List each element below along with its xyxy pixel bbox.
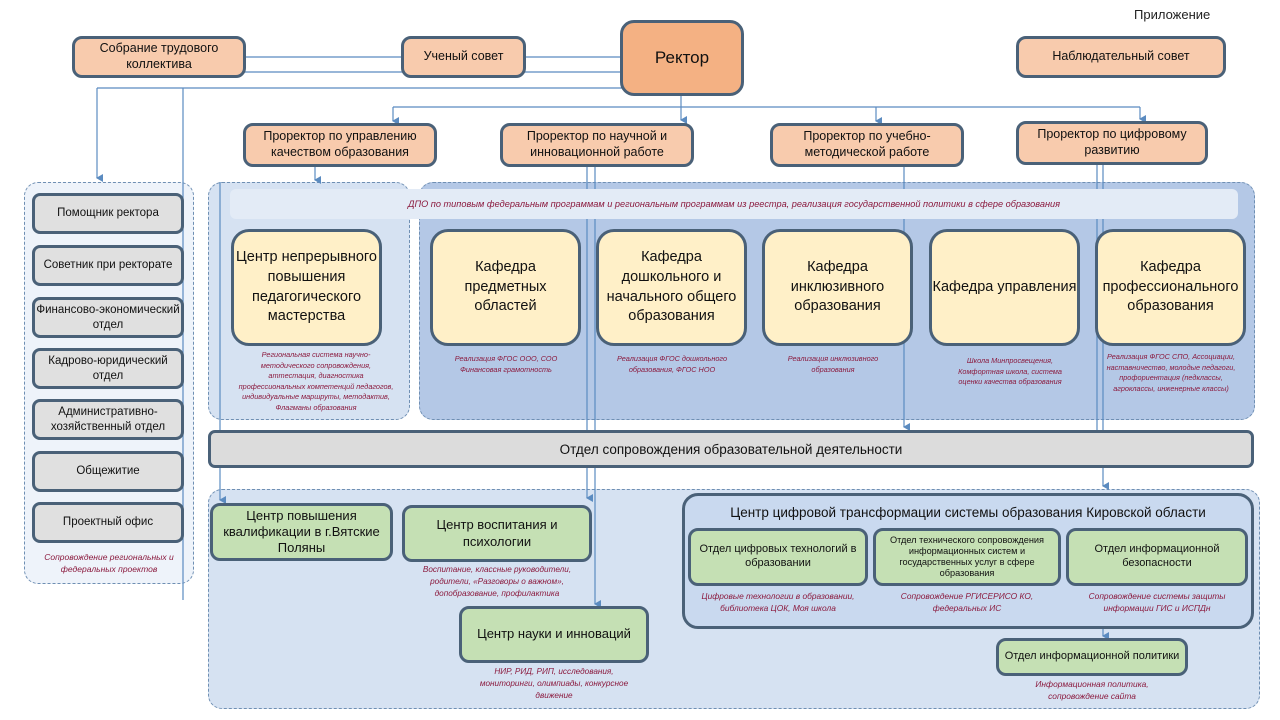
department-note: Реализация инклюзивного образования <box>787 354 879 374</box>
supervisory-board-label: Наблюдательный совет <box>1052 49 1190 64</box>
digital-unit-title: Отдел технического сопровождения информа… <box>889 534 1045 579</box>
department-box[interactable]: Кафедра профессионального образования <box>1095 229 1246 346</box>
general-assembly-box[interactable]: Собрание трудового коллектива <box>72 36 246 78</box>
admin-unit[interactable]: Кадрово-юридический отдел <box>32 348 184 389</box>
vice-rector-science-label: Проректор по научной и инновационной раб… <box>526 129 668 159</box>
dpo-banner: ДПО по типовым федеральным программам и … <box>230 189 1238 219</box>
admin-unit-label: Административно-хозяйственный отдел <box>50 406 166 433</box>
digital-unit-box[interactable]: Отдел информационной безопасности <box>1066 528 1248 586</box>
vice-rector-digital-box[interactable]: Проректор по цифровому развитию <box>1016 121 1208 165</box>
department-title: Кафедра дошкольного и начального общего … <box>606 249 737 325</box>
department-title: Кафедра профессионального образования <box>1102 259 1239 315</box>
academic-council-label: Ученый совет <box>423 49 504 64</box>
department-box[interactable]: Кафедра предметных областей <box>430 229 581 346</box>
admin-unit-label: Кадрово-юридический отдел <box>48 355 168 382</box>
department-box[interactable]: Кафедра дошкольного и начального общего … <box>596 229 747 346</box>
center-note: НИР, РИД, РИП, исследования, мониторинги… <box>479 667 629 700</box>
admin-unit[interactable]: Советник при ректорате <box>32 245 184 286</box>
admin-unit[interactable]: Финансово-экономический отдел <box>32 297 184 338</box>
vice-rector-science-box[interactable]: Проректор по научной и инновационной раб… <box>500 123 694 167</box>
center-box[interactable]: Центр повышения квалификации в г.Вятские… <box>210 503 393 561</box>
department-box[interactable]: Центр непрерывного повышения педагогичес… <box>231 229 382 346</box>
appendix-label: Приложение <box>1134 7 1211 22</box>
support-department-bar[interactable]: Отдел сопровождения образовательной деят… <box>208 430 1254 468</box>
department-title: Центр непрерывного повышения педагогичес… <box>236 249 377 325</box>
center-box[interactable]: Центр науки и инноваций <box>459 606 649 663</box>
admin-unit[interactable]: Проектный офис <box>32 502 184 543</box>
digital-unit-note: Цифровые технологии в образовании, библи… <box>701 591 855 614</box>
admin-units-note: Сопровождение региональных и федеральных… <box>44 552 174 575</box>
department-note: Реализация ФГОС СПО, Ассоциации, наставн… <box>1106 352 1236 393</box>
vice-rector-digital-label: Проректор по цифровому развитию <box>1037 127 1187 157</box>
department-note: Региональная система научно-методическог… <box>238 350 394 412</box>
rector-box[interactable]: Ректор <box>620 20 744 96</box>
admin-unit-label: Помощник ректора <box>57 207 159 220</box>
department-box[interactable]: Кафедра управления <box>929 229 1080 346</box>
admin-unit[interactable]: Административно-хозяйственный отдел <box>32 399 184 440</box>
department-title: Кафедра предметных областей <box>464 259 547 315</box>
dpo-banner-text: ДПО по типовым федеральным программам и … <box>407 199 1061 209</box>
info-policy-title: Отдел информационной политики <box>1004 650 1180 663</box>
digital-unit-title: Отдел информационной безопасности <box>1094 543 1220 569</box>
vice-rector-methodology-box[interactable]: Проректор по учебно-методической работе <box>770 123 964 167</box>
digital-unit-box[interactable]: Отдел цифровых технологий в образовании <box>688 528 868 586</box>
general-assembly-label: Собрание трудового коллектива <box>99 41 219 71</box>
admin-unit[interactable]: Общежитие <box>32 451 184 492</box>
support-department-label: Отдел сопровождения образовательной деят… <box>559 441 903 457</box>
department-title: Кафедра управления <box>932 278 1077 295</box>
center-title: Центр воспитания и психологии <box>436 517 558 549</box>
digital-unit-note: Сопровождение системы защиты информации … <box>1088 591 1226 614</box>
info-policy-box[interactable]: Отдел информационной политики <box>996 638 1188 676</box>
center-title: Центр повышения квалификации в г.Вятские… <box>223 507 380 556</box>
admin-unit-label: Финансово-экономический отдел <box>36 304 180 331</box>
admin-unit-label: Общежитие <box>76 465 140 478</box>
department-note: Реализация ФГОС ООО, СОО Финансовая грам… <box>454 354 558 374</box>
department-box[interactable]: Кафедра инклюзивного образования <box>762 229 913 346</box>
supervisory-board-box[interactable]: Наблюдательный совет <box>1016 36 1226 78</box>
vice-rector-quality-label: Проректор по управлению качеством образо… <box>263 129 417 159</box>
department-note: Школа Минпросвещения, Комфортная школа, … <box>958 356 1062 387</box>
center-note: Воспитание, классные руководители, родит… <box>422 565 572 598</box>
admin-unit[interactable]: Помощник ректора <box>32 193 184 234</box>
info-policy-note: Информационная политика, сопровождение с… <box>1035 679 1149 702</box>
digital-unit-box[interactable]: Отдел технического сопровождения информа… <box>873 528 1061 586</box>
academic-council-box[interactable]: Ученый совет <box>401 36 526 78</box>
digital-center-title: Центр цифровой трансформации системы обр… <box>730 505 1206 520</box>
department-title: Кафедра инклюзивного образования <box>790 259 885 315</box>
vice-rector-quality-box[interactable]: Проректор по управлению качеством образо… <box>243 123 437 167</box>
admin-unit-label: Советник при ректорате <box>43 259 173 272</box>
digital-unit-title: Отдел цифровых технологий в образовании <box>699 543 857 569</box>
center-box[interactable]: Центр воспитания и психологии <box>402 505 592 562</box>
vice-rector-methodology-label: Проректор по учебно-методической работе <box>803 129 931 159</box>
rector-label: Ректор <box>654 48 710 68</box>
admin-unit-label: Проектный офис <box>62 516 154 529</box>
digital-unit-note: Сопровождение РГИСЕРИСО КО, федеральных … <box>900 591 1034 614</box>
center-title: Центр науки и инноваций <box>477 626 631 642</box>
department-note: Реализация ФГОС дошкольного образования,… <box>616 354 728 374</box>
